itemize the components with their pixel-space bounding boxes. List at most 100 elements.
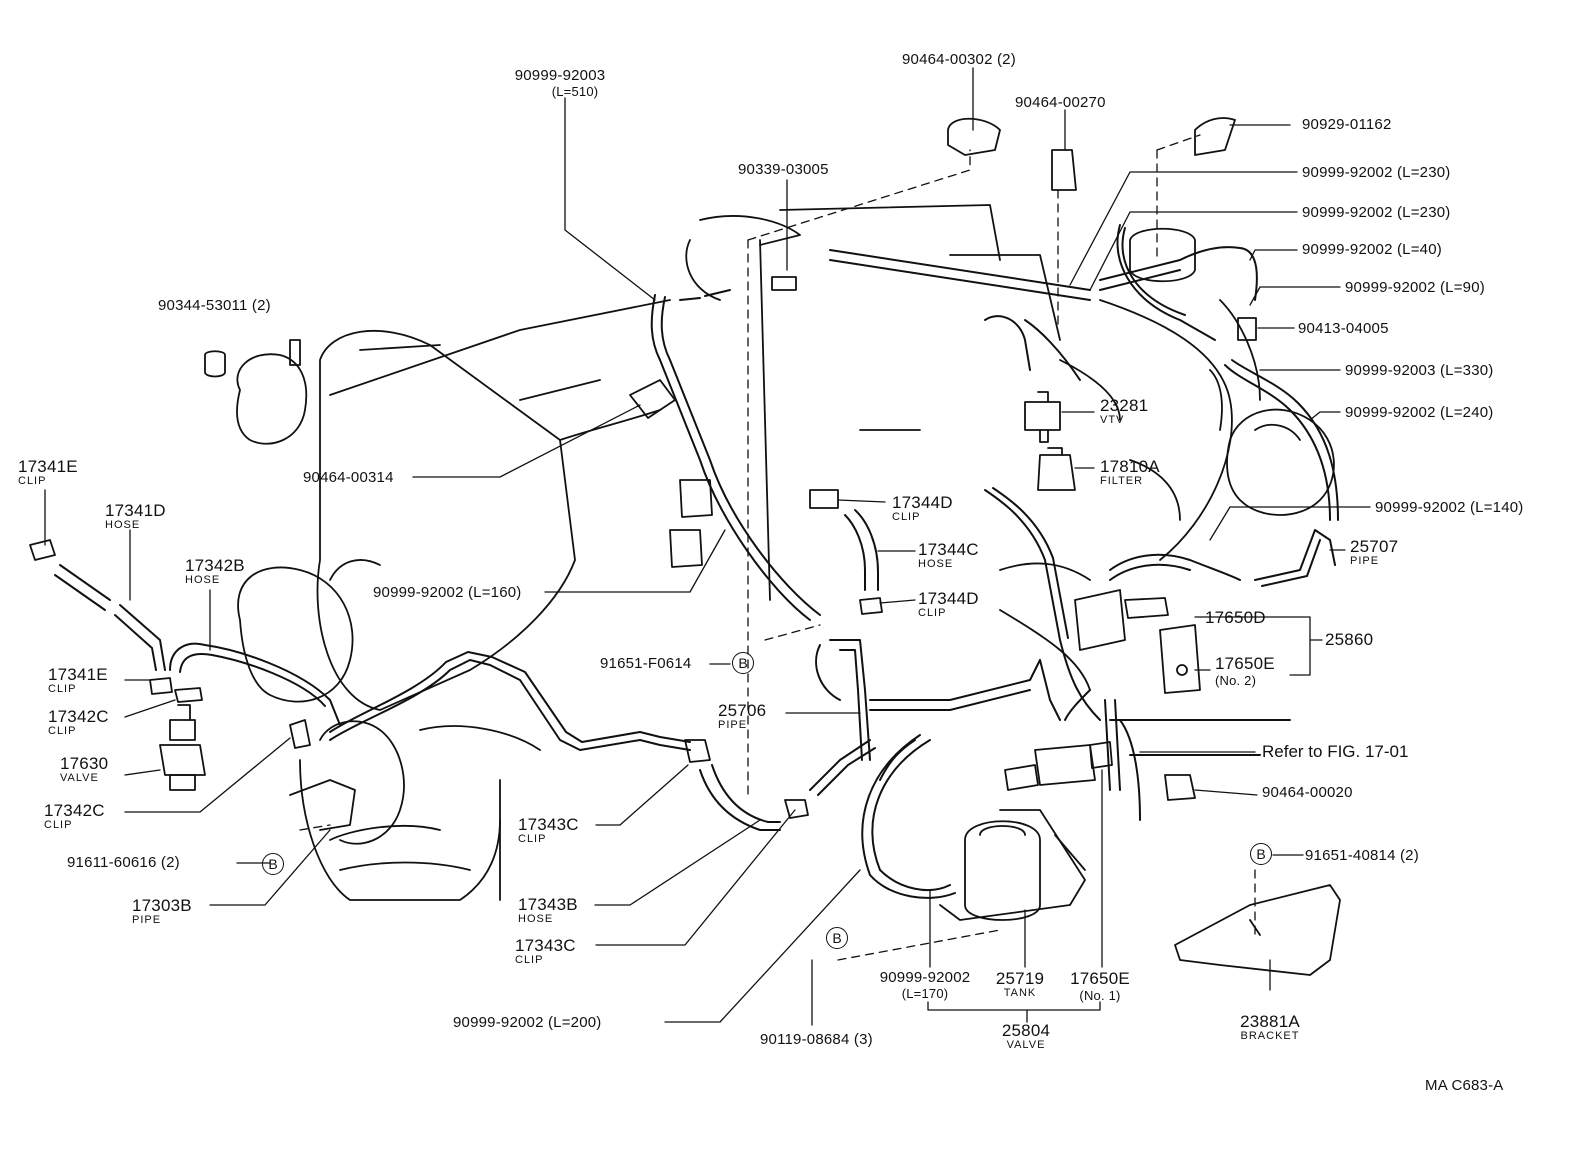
callout-17650e-no1: 17650E (No. 1) [1068,970,1132,1002]
part-desc: (No. 1) [1079,988,1121,1003]
part-desc: HOSE [918,558,954,570]
callout-25860: 25860 [1325,631,1373,648]
part-number: 90999-92002 (L=230) [1302,164,1451,181]
part-number: 17344D [892,493,953,512]
part-desc: HOSE [105,519,141,531]
callout-90999-92002-l200: 90999-92002 (L=200) [453,1015,602,1030]
callout-90999-92002-l40: 90999-92002 (L=40) [1302,242,1442,257]
part-desc: CLIP [515,954,544,966]
part-number: 91651-F0614 [600,655,692,672]
callout-17303b-pipe: 17303B PIPE [132,897,192,926]
callout-17341d-hose: 17341D HOSE [105,502,166,531]
part-number: 25707 [1350,537,1399,556]
part-number: 23281 [1100,396,1149,415]
callout-23881a-bracket: 23881A BRACKET [1222,1013,1318,1042]
part-number: 17342B [185,556,245,575]
callout-25706-pipe: 25706 PIPE [718,702,766,731]
part-desc: CLIP [918,607,947,619]
part-desc: HOSE [185,574,221,586]
part-number: 90999-92002 (L=40) [1302,241,1442,258]
part-number: 90464-00270 [1015,94,1106,111]
part-number: 17650E [1070,969,1130,988]
part-desc: BRACKET [1240,1030,1300,1042]
callout-17341e-clip-b: 17341E CLIP [48,666,108,695]
part-desc: CLIP [18,475,47,487]
part-number: 17303B [132,896,192,915]
part-number: 17650D [1205,608,1266,627]
part-desc: VALVE [60,772,99,784]
ref-marker-b: B [732,652,754,674]
part-number: 91651-40814 (2) [1305,847,1419,864]
callout-17341e-clip-a: 17341E CLIP [18,458,78,487]
callout-25719-tank: 25719 TANK [990,970,1050,999]
callout-90119-08684: 90119-08684 (3) [760,1032,873,1047]
part-number: 17341E [18,457,78,476]
callout-25707-pipe: 25707 PIPE [1350,538,1398,567]
callout-90999-92002-l240: 90999-92002 (L=240) [1345,405,1494,420]
part-number: 17344D [918,589,979,608]
part-number: 90999-92003 (L=330) [1345,362,1494,379]
callout-90999-92002-l230-b: 90999-92002 (L=230) [1302,205,1451,220]
callout-90339-03005: 90339-03005 [738,162,829,177]
callout-90344-53011: 90344-53011 (2) [158,298,271,313]
part-number: 25804 [1001,1021,1051,1040]
part-number: 17342C [44,801,105,820]
refer-note: Refer to FIG. 17-01 [1262,743,1408,760]
part-number: 17341E [48,665,108,684]
ref-marker-b: B [262,853,284,875]
callout-90999-92003-l510: 90999-92003 (L=510) [500,68,620,98]
part-number: 90119-08684 (3) [760,1031,873,1048]
hoses [54,224,1339,899]
callout-91651-40814: 91651-40814 (2) [1305,848,1419,863]
part-number: 17341D [105,501,166,520]
part-desc: VTV [1100,414,1125,426]
ref-marker-b: B [826,927,848,949]
part-number: 90999-92002 [879,969,971,986]
callout-17344c-hose: 17344C HOSE [918,541,979,570]
part-number: 17650E [1215,654,1275,673]
callout-17810a-filter: 17810A FILTER [1100,458,1160,487]
refer-note-text: Refer to FIG. 17-01 [1262,742,1409,761]
callout-90999-92002-l160: 90999-92002 (L=160) [373,585,522,600]
part-desc: CLIP [48,683,77,695]
part-number: 90999-92002 (L=160) [373,584,522,601]
leader-lines [44,67,1371,1026]
part-number: 90413-04005 [1298,320,1389,337]
figure-code-text: MA C683-A [1425,1077,1504,1094]
callout-17650e-no2: 17650E (No. 2) [1215,655,1275,687]
part-number: 23881A [1240,1012,1300,1031]
callout-90464-00302: 90464-00302 (2) [902,52,1016,67]
guide-dashes [299,134,1256,961]
part-number: 90999-92003 [514,67,606,84]
part-number: 17343C [518,815,579,834]
part-number: 90344-53011 (2) [158,297,271,314]
callout-17344d-clip-b: 17344D CLIP [918,590,979,619]
callout-90999-92002-l90: 90999-92002 (L=90) [1345,280,1485,295]
part-number: 90464-00314 [303,469,394,486]
part-number: 17343B [518,895,578,914]
callout-17630-valve: 17630 VALVE [60,755,108,784]
part-number: 17342C [48,707,109,726]
part-number: 17630 [60,754,109,773]
callout-90929-01162: 90929-01162 [1302,117,1392,132]
part-number: 91611-60616 (2) [67,854,180,871]
part-number: 90464-00302 (2) [902,51,1016,68]
callout-17650d: 17650D [1205,609,1266,626]
part-number: 17810A [1100,457,1160,476]
part-length: (L=510) [551,84,599,99]
part-desc: PIPE [718,719,748,731]
part-number: 90339-03005 [738,161,829,178]
part-number: 90999-92002 (L=140) [1375,499,1524,516]
part-number: 90929-01162 [1302,116,1392,133]
callout-17342c-clip-b: 17342C CLIP [44,802,105,831]
part-desc: HOSE [518,913,554,925]
callout-91611-60616: 91611-60616 (2) [67,855,180,870]
part-desc: CLIP [518,833,547,845]
part-number: 90999-92002 (L=230) [1302,204,1451,221]
part-desc: PIPE [132,914,162,926]
part-length: (L=170) [901,986,949,1001]
part-desc: CLIP [48,725,77,737]
part-number: 90999-92002 (L=90) [1345,279,1485,296]
part-desc: PIPE [1350,555,1380,567]
